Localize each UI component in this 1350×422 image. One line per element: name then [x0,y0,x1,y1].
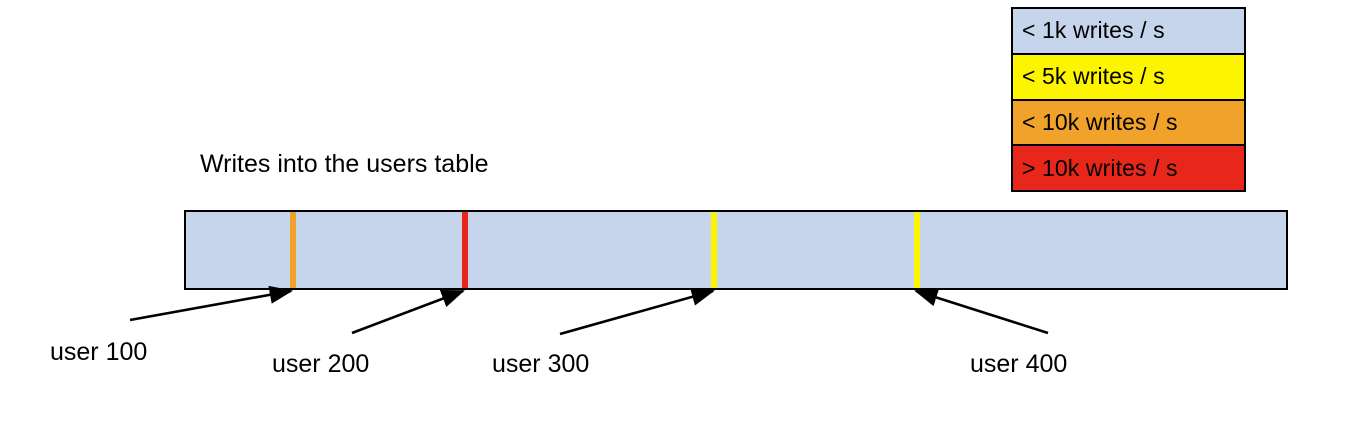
legend-item-gt-10k: > 10k writes / s [1013,146,1244,190]
stripe-user-200 [462,212,468,288]
arrow-user-200 [351,289,465,335]
callout-label-user-100: user 100 [50,338,148,366]
legend-item-label: < 1k writes / s [1022,17,1165,44]
callout-label-user-400: user 400 [970,350,1068,378]
legend-item-label: < 5k writes / s [1022,63,1165,90]
users-table-bar [184,210,1288,290]
arrow-user-300 [559,288,716,336]
stripe-user-300 [711,212,717,288]
legend-item-lt-1k: < 1k writes / s [1013,9,1244,55]
stripe-user-400 [914,212,920,288]
diagram-title: Writes into the users table [200,150,489,178]
legend: < 1k writes / s < 5k writes / s < 10k wr… [1011,7,1246,192]
legend-item-lt-5k: < 5k writes / s [1013,54,1244,101]
legend-item-label: > 10k writes / s [1022,154,1178,181]
callout-label-user-300: user 300 [492,350,590,378]
arrow-user-400 [914,288,1049,335]
arrow-user-100 [129,285,294,322]
legend-item-lt-10k: < 10k writes / s [1013,100,1244,147]
stripe-user-100 [290,212,296,288]
callout-label-user-200: user 200 [272,350,370,378]
legend-item-label: < 10k writes / s [1022,108,1178,135]
